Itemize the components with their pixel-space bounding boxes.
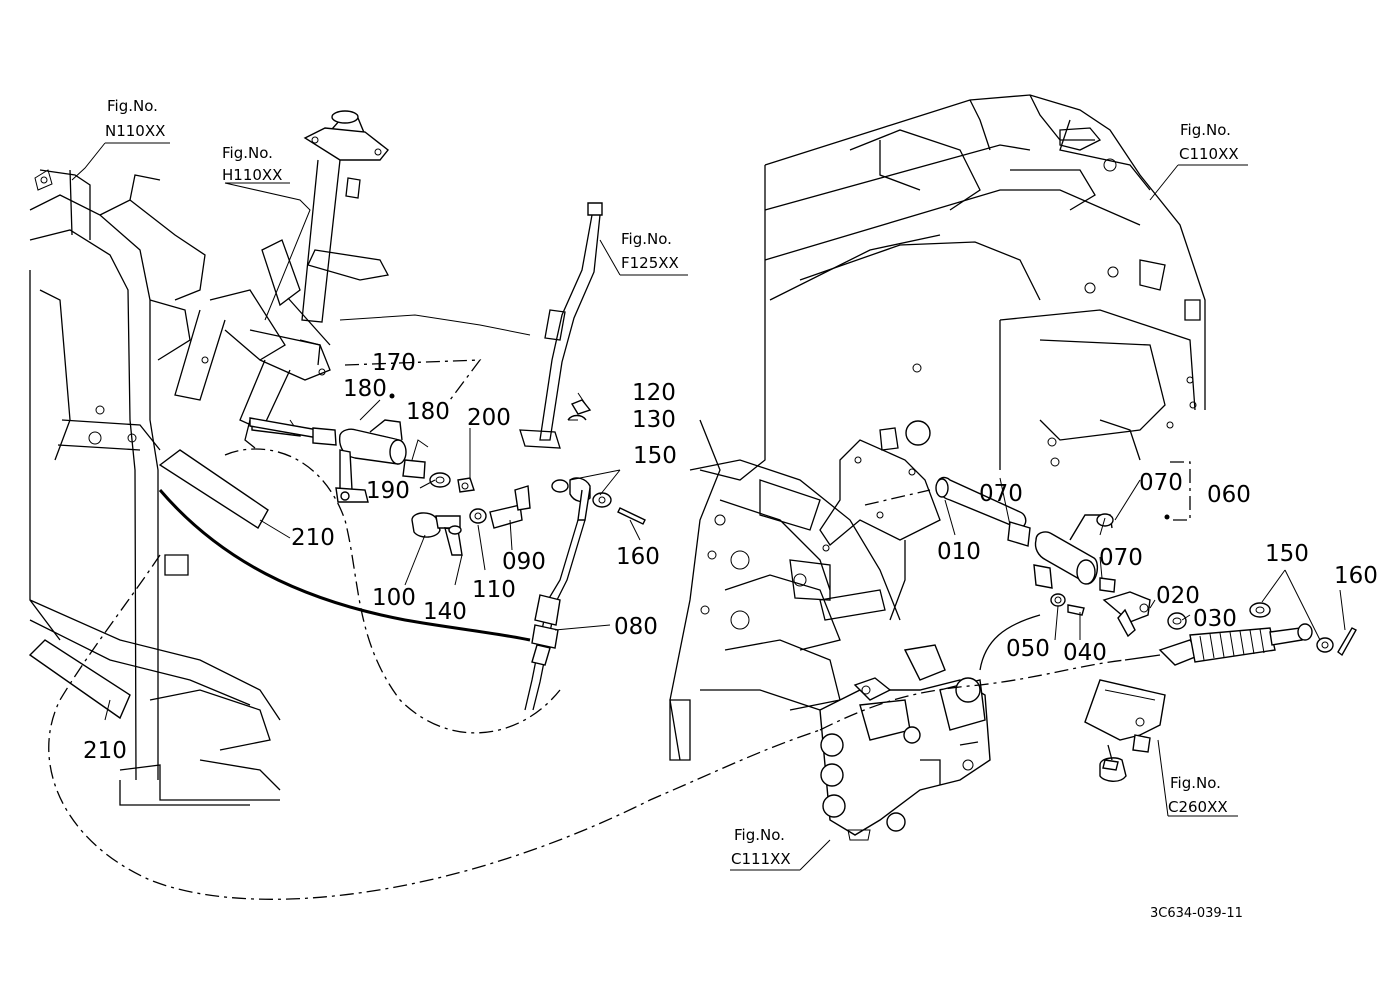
fig-ref-code: C110XX [1179, 145, 1239, 163]
drawing-code: 3C634-039-11 [1150, 906, 1243, 921]
fig-ref-n110: Fig.No. N110XX [105, 97, 165, 140]
part-label-140: 140 [423, 599, 467, 625]
routing-lines [48, 359, 1191, 900]
part-label-050: 050 [1006, 636, 1050, 662]
part-label-070: 070 [979, 481, 1023, 507]
cable-bracket-drawing [1084, 679, 1166, 782]
control-valve-drawing [819, 644, 991, 841]
fig-ref-prefix: Fig.No. [1170, 774, 1221, 792]
part-label-150: 150 [1265, 541, 1309, 567]
fig-ref-prefix: Fig.No. [621, 230, 672, 248]
front-frame-drawing [29, 169, 281, 806]
fig-ref-c111: Fig.No. C111XX [731, 826, 791, 868]
pedal-lower [28, 639, 131, 720]
fig-ref-code: C260XX [1168, 798, 1228, 816]
part-label-040: 040 [1063, 640, 1107, 666]
part-label-090: 090 [502, 549, 546, 575]
fig-ref-f125: Fig.No. F125XX [621, 230, 679, 272]
part-label-070: 070 [1139, 470, 1183, 496]
pedal-upper [158, 449, 269, 529]
part-label-210: 210 [291, 525, 335, 551]
fig-ref-prefix: Fig.No. [734, 826, 785, 844]
part-label-200: 200 [467, 405, 511, 431]
part-label-010: 010 [937, 539, 981, 565]
fig-ref-h110: Fig.No. H110XX [222, 144, 282, 184]
part-label-030: 030 [1193, 606, 1237, 632]
lower-housing-drawing [669, 290, 941, 761]
part-label-210: 210 [83, 738, 127, 764]
right-shift-shaft-assembly [935, 476, 1187, 638]
part-label-170: 170 [372, 350, 416, 376]
part-label-120: 120 [632, 380, 676, 406]
fig-ref-code: H110XX [222, 166, 282, 184]
fig-ref-prefix: Fig.No. [222, 144, 273, 162]
part-label-110: 110 [472, 577, 516, 603]
shift-lever-drawing [519, 202, 603, 449]
cable-080 [158, 489, 586, 711]
part-label-100: 100 [372, 585, 416, 611]
part-label-130: 130 [632, 407, 676, 433]
part-label-070: 070 [1099, 545, 1143, 571]
part-label-080: 080 [614, 614, 658, 640]
part-label-180: 180 [406, 399, 450, 425]
fig-ref-code: C111XX [731, 850, 791, 868]
part-label-160: 160 [1334, 563, 1378, 589]
part-label-060: 060 [1207, 482, 1251, 508]
part-label-150: 150 [633, 443, 677, 469]
fig-ref-c260: Fig.No. C260XX [1168, 774, 1228, 816]
fig-ref-code: N110XX [105, 122, 165, 140]
leader-lines [71, 142, 1346, 871]
part-label-180: 180 [343, 376, 387, 402]
part-label-160: 160 [616, 544, 660, 570]
left-linkage-hardware [411, 399, 646, 556]
fig-ref-c110: Fig.No. C110XX [1179, 121, 1239, 163]
right-cable-end [979, 602, 1357, 671]
part-label-190: 190 [366, 478, 410, 504]
transmission-case-drawing [764, 94, 1206, 470]
fig-ref-prefix: Fig.No. [1180, 121, 1231, 139]
fig-ref-prefix: Fig.No. [107, 97, 158, 115]
fig-ref-code: F125XX [621, 254, 679, 272]
part-label-020: 020 [1156, 583, 1200, 609]
part-labels: 170 180 180 200 190 120 130 150 160 210 … [83, 350, 1378, 764]
left-shift-shaft-assembly [249, 417, 475, 503]
